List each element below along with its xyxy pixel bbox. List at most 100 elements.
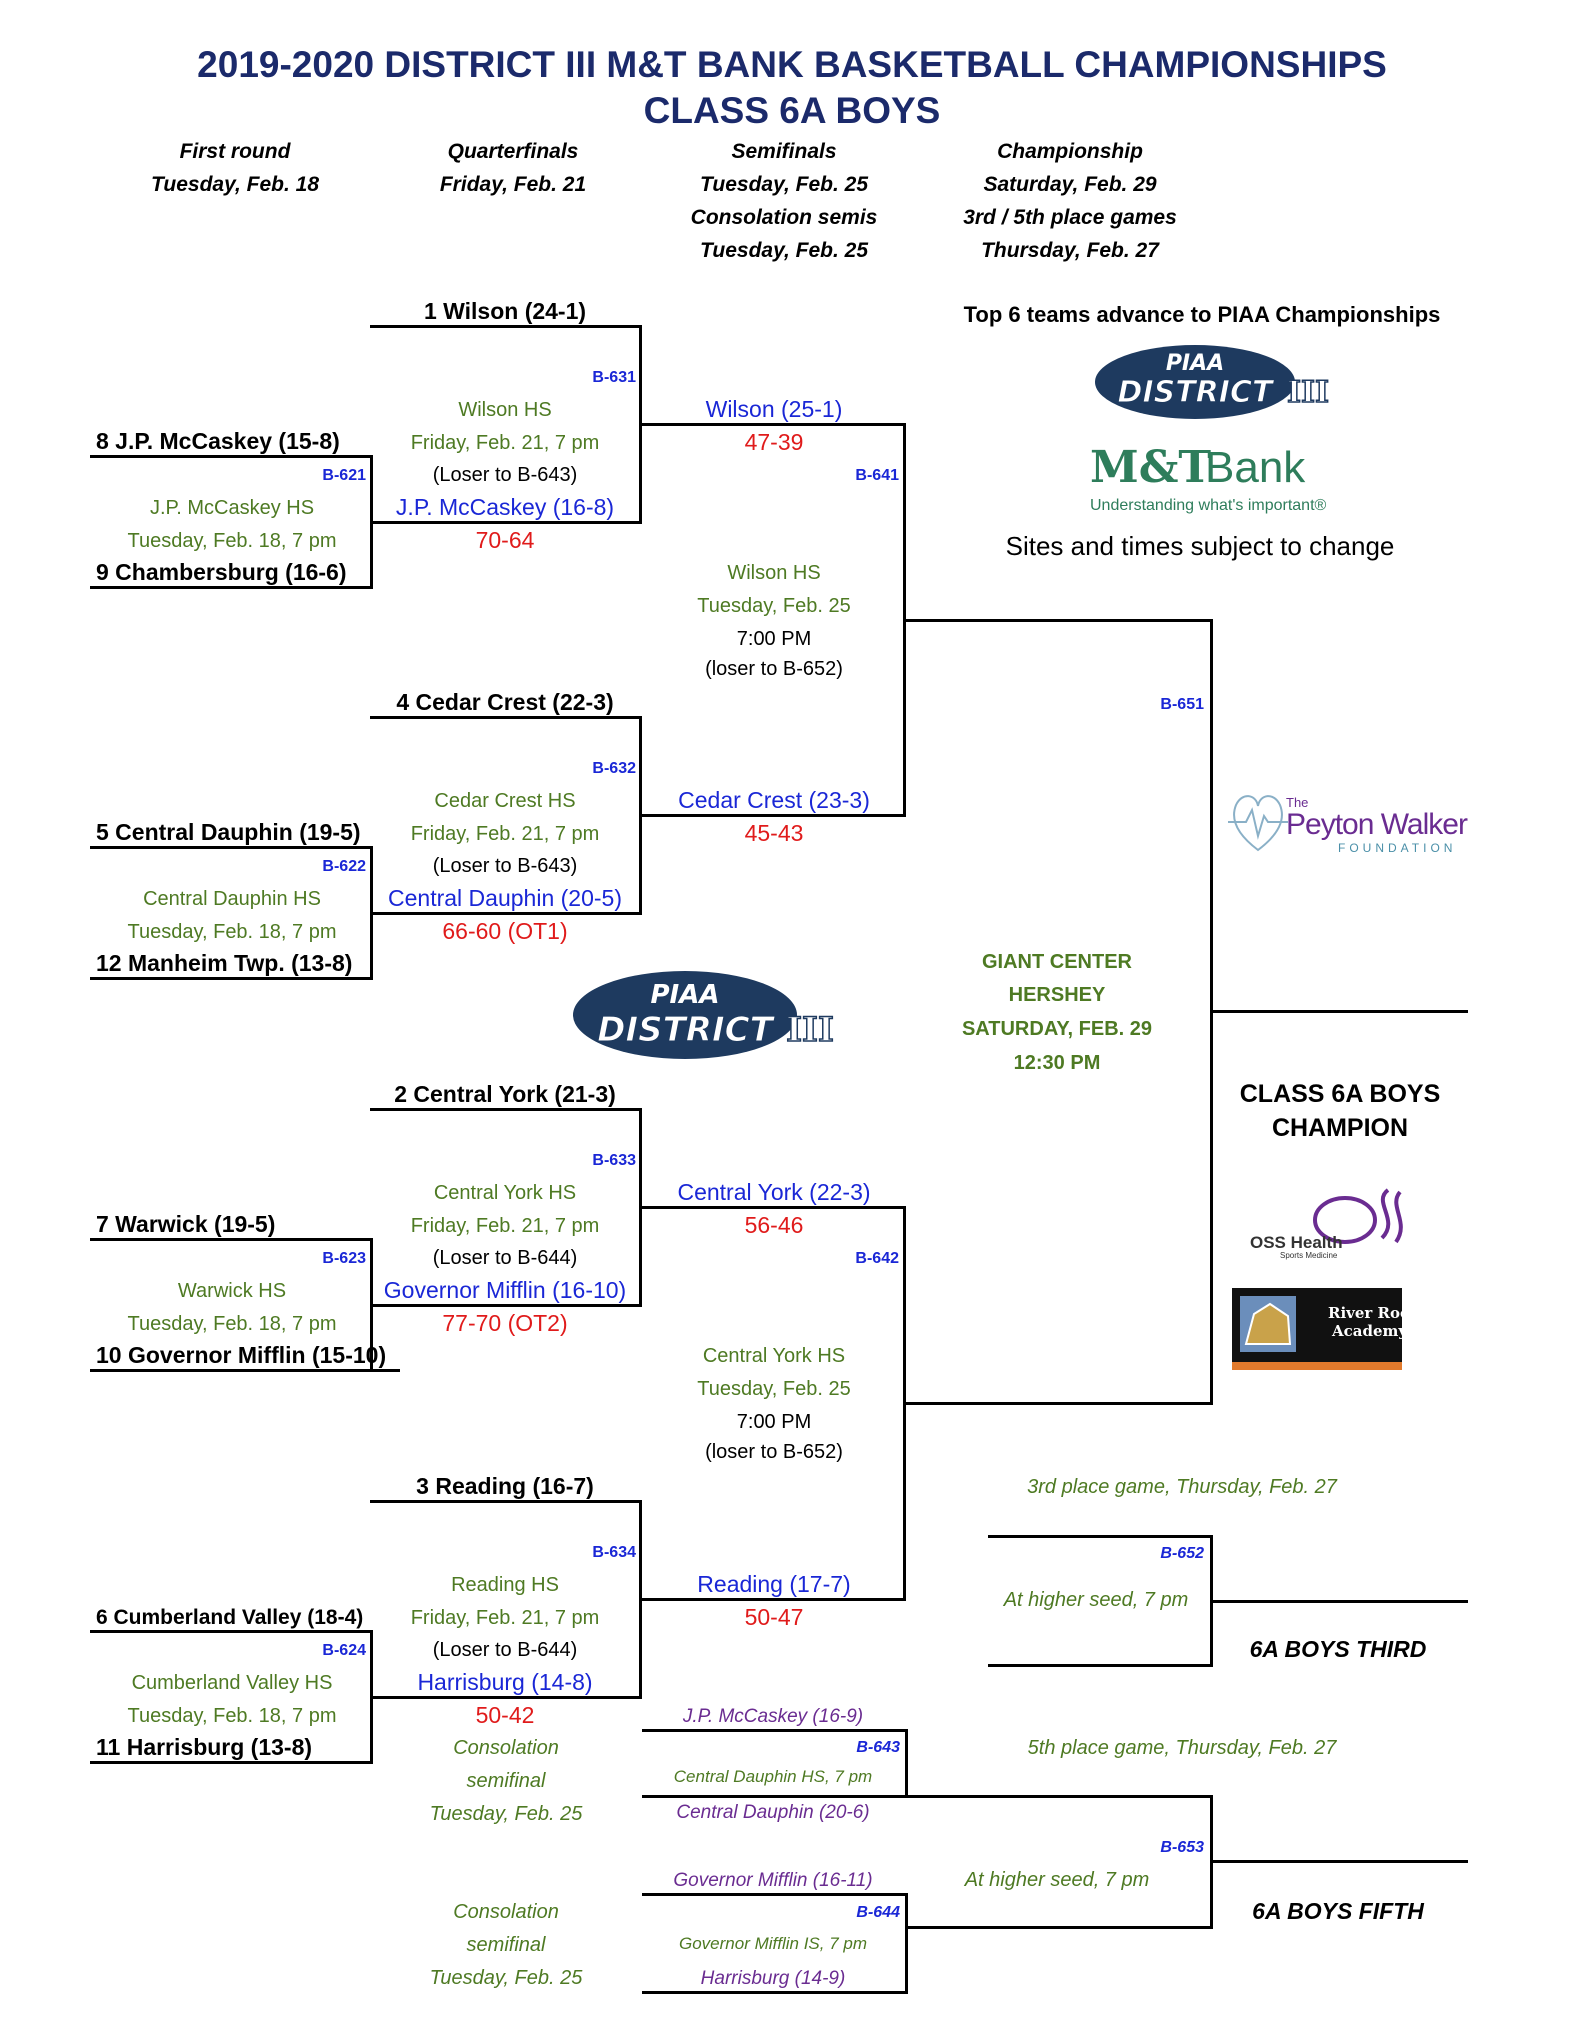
consolation-label: Consolation (453, 1737, 559, 1759)
game-score: 70-64 (475, 527, 535, 553)
consolation-date: Tuesday, Feb. 25 (429, 1803, 583, 1825)
consolation-label: semifinal (466, 1770, 546, 1792)
game-site: J.P. McCaskey HS (149, 497, 315, 519)
game-title: 5th place game, Thursday, Feb. 27 (1027, 1737, 1337, 1759)
game-site: Cedar Crest HS (434, 790, 576, 812)
qf-winner-wilson: Wilson (25-1) (705, 396, 843, 422)
peyton-walker-logo: The Peyton Walker FOUNDATION (1228, 780, 1468, 860)
game-score: 77-70 (OT2) (442, 1310, 568, 1336)
venue-name: GIANT CENTER (982, 951, 1132, 973)
game-code: B-643 (856, 1739, 900, 1756)
qf-winner-reading: Reading (17-7) (697, 1571, 851, 1597)
game-code: B-623 (322, 1250, 366, 1267)
result-label: 6A BOYS THIRD (1249, 1636, 1427, 1662)
loser-note: (Loser to B-644) (432, 1639, 578, 1661)
oss-health-logo: OSS Health Sports Medicine (1250, 1180, 1440, 1260)
game-code: B-633 (592, 1152, 636, 1169)
winner-team: Harrisburg (14-8) (417, 1669, 593, 1695)
game-site: Cumberland Valley HS (131, 1672, 333, 1694)
game-site: Governor Mifflin IS, 7 pm (678, 1934, 868, 1953)
game-time: Tuesday, Feb. 18, 7 pm (127, 1313, 337, 1335)
team-seed: 7 Warwick (19-5) (96, 1211, 276, 1237)
game-time: 7:00 PM (736, 628, 812, 650)
team-seed: 11 Harrisburg (13-8) (96, 1734, 313, 1760)
game-time: Friday, Feb. 21, 7 pm (410, 1607, 600, 1629)
game-code: B-622 (322, 858, 366, 875)
mt-bank-logo: M&T Bank Understanding what's important® (1090, 442, 1327, 514)
consolation-date: Tuesday, Feb. 25 (429, 1967, 583, 1989)
loser-note: (Loser to B-643) (432, 464, 578, 486)
advance-note: Top 6 teams advance to PIAA Championship… (963, 302, 1441, 327)
game-code: B-624 (322, 1642, 366, 1659)
river-rock-icon (1240, 1296, 1296, 1352)
game-time: Tuesday, Feb. 18, 7 pm (127, 530, 337, 552)
svg-text:DISTRICT: DISTRICT (597, 1010, 775, 1050)
team-top: Governor Mifflin (16-11) (673, 1870, 873, 1891)
svg-text:III: III (1287, 375, 1329, 410)
game-site: Central York HS (433, 1182, 577, 1204)
game-code: B-653 (1160, 1839, 1204, 1856)
result-label: 6A BOYS FIFTH (1252, 1898, 1424, 1924)
game-code: B-634 (592, 1544, 636, 1561)
winner-team: Central Dauphin (20-5) (388, 885, 622, 911)
game-code: B-632 (592, 760, 636, 777)
consolation-label: Consolation (453, 1901, 559, 1923)
game-date: Tuesday, Feb. 25 (697, 1378, 851, 1400)
team-seed: 8 J.P. McCaskey (15-8) (96, 428, 340, 454)
game-code: B-642 (855, 1250, 899, 1267)
svg-text:PIAA: PIAA (1166, 351, 1224, 376)
svg-text:PIAA: PIAA (651, 980, 720, 1010)
loser-note: (loser to B-652) (705, 1441, 843, 1463)
consolation-label: semifinal (466, 1934, 546, 1956)
winner-team: J.P. McCaskey (16-8) (395, 494, 615, 520)
venue-time: 12:30 PM (1013, 1052, 1101, 1074)
page-title: 2019-2020 DISTRICT III M&T BANK BASKETBA… (197, 44, 1387, 85)
river-rock-academy-logo: River Rock Academy (1232, 1288, 1420, 1370)
qf-winner-central-york: Central York (22-3) (677, 1179, 871, 1205)
game-date: Tuesday, Feb. 25 (697, 595, 851, 617)
loser-note: (loser to B-652) (705, 658, 843, 680)
venue-city: HERSHEY (1008, 984, 1106, 1006)
svg-text:III: III (786, 1010, 834, 1050)
team-seed: 12 Manheim Twp. (13-8) (96, 950, 353, 976)
game-score: 66-60 (OT1) (442, 918, 568, 944)
qf-winner-score: 45-43 (744, 820, 804, 846)
game-site: At higher seed, 7 pm (1003, 1589, 1189, 1611)
game-time: 7:00 PM (736, 1411, 812, 1433)
champion-label: CLASS 6A BOYS (1239, 1080, 1441, 1108)
winner-team: Governor Mifflin (16-10) (383, 1277, 627, 1303)
game-site: Central Dauphin HS, 7 pm (673, 1767, 873, 1786)
page-subtitle: CLASS 6A BOYS (643, 90, 941, 131)
game-site: Central Dauphin HS (143, 888, 321, 910)
game-time: Friday, Feb. 21, 7 pm (410, 823, 600, 845)
piaa-district-logo-center: PIAA DISTRICT III (570, 965, 840, 1061)
team-seed: 9 Chambersburg (16-6) (96, 559, 347, 585)
qf-winner-score: 50-47 (744, 1604, 804, 1630)
game-score: 50-42 (475, 1702, 535, 1728)
game-title: 3rd place game, Thursday, Feb. 27 (1027, 1476, 1337, 1498)
team-bottom: Harrisburg (14-9) (700, 1968, 846, 1989)
game-code: B-631 (592, 369, 636, 386)
champion-label-line2: CHAMPION (1271, 1114, 1409, 1142)
team-seed: 3 Reading (16-7) (416, 1473, 594, 1499)
team-bottom: Central Dauphin (20-6) (676, 1802, 870, 1823)
game-site: Warwick HS (177, 1280, 287, 1302)
svg-text:DISTRICT: DISTRICT (1118, 375, 1275, 410)
game-time: Friday, Feb. 21, 7 pm (410, 432, 600, 454)
game-code: B-621 (322, 467, 366, 484)
game-site: Central York HS (702, 1345, 846, 1367)
loser-note: (Loser to B-643) (432, 855, 578, 877)
team-seed: 5 Central Dauphin (19-5) (96, 819, 361, 845)
team-seed: 1 Wilson (24-1) (423, 298, 587, 324)
game-time: Tuesday, Feb. 18, 7 pm (127, 1705, 337, 1727)
team-seed: 2 Central York (21-3) (394, 1081, 616, 1107)
piaa-district-logo: PIAA DISTRICT III (1090, 340, 1340, 420)
game-code: B-651 (1160, 696, 1204, 713)
game-code: B-652 (1160, 1545, 1204, 1562)
game-site: Reading HS (451, 1574, 559, 1596)
team-seed: 4 Cedar Crest (22-3) (396, 689, 614, 715)
game-site: At higher seed, 7 pm (964, 1869, 1150, 1891)
game-site: Wilson HS (458, 399, 552, 421)
team-seed: 10 Governor Mifflin (15-10) (96, 1342, 387, 1368)
